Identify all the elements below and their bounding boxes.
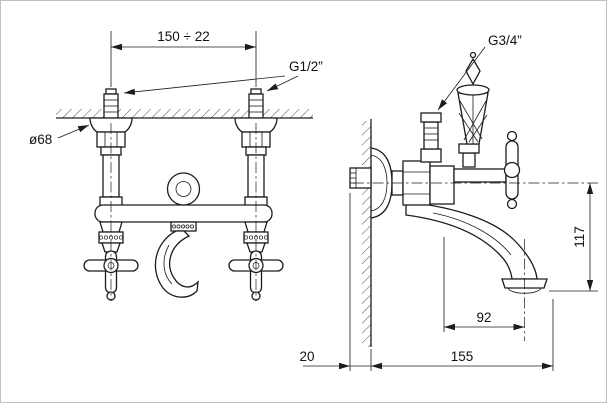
dim-total-projection-label: 155 [451,349,474,364]
side-view [349,51,598,347]
dimension-spout-reach: 92 [443,237,525,332]
dimension-shower-thread: G3/4” [437,33,522,111]
dim-inlet-thread-label: G1/2” [289,59,323,74]
front-view [56,88,313,301]
wall-hatch [362,121,371,347]
side-cross-handle [453,130,521,210]
mounting-surface-hatch [56,109,313,118]
dim-spout-height-label: 117 [572,226,587,248]
diverter-spout-lever [154,221,199,298]
dim-shower-thread-label: G3/4” [488,33,522,48]
dim-center-distance-label: 150 ÷ 22 [157,29,209,44]
dimension-spout-height: 117 [549,183,598,292]
dim-spout-reach-label: 92 [476,310,491,325]
dimension-inlet-thread: G1/2” [123,59,323,96]
shower-outlet-stub [420,112,442,163]
dim-wall-offset-label: 20 [299,349,314,364]
crystal-lever-handle [456,51,490,168]
tub-spout [405,201,538,280]
diverter-hub-inner [175,181,192,197]
dim-flange-diameter-label: ø68 [29,132,52,147]
mixer-body-bar [94,204,273,223]
dimension-center-distance: 150 ÷ 22 [110,29,257,87]
dimension-wall-offset: 20 [299,193,372,371]
diverter-hub [166,172,201,206]
dimension-annotations: 150 ÷ 22 G1/2” ø68 G3/4” 117 92 [29,29,598,371]
dimension-flange-diameter: ø68 [29,124,90,147]
concealed-union [349,167,372,189]
dimension-total-projection: 155 [371,299,554,371]
